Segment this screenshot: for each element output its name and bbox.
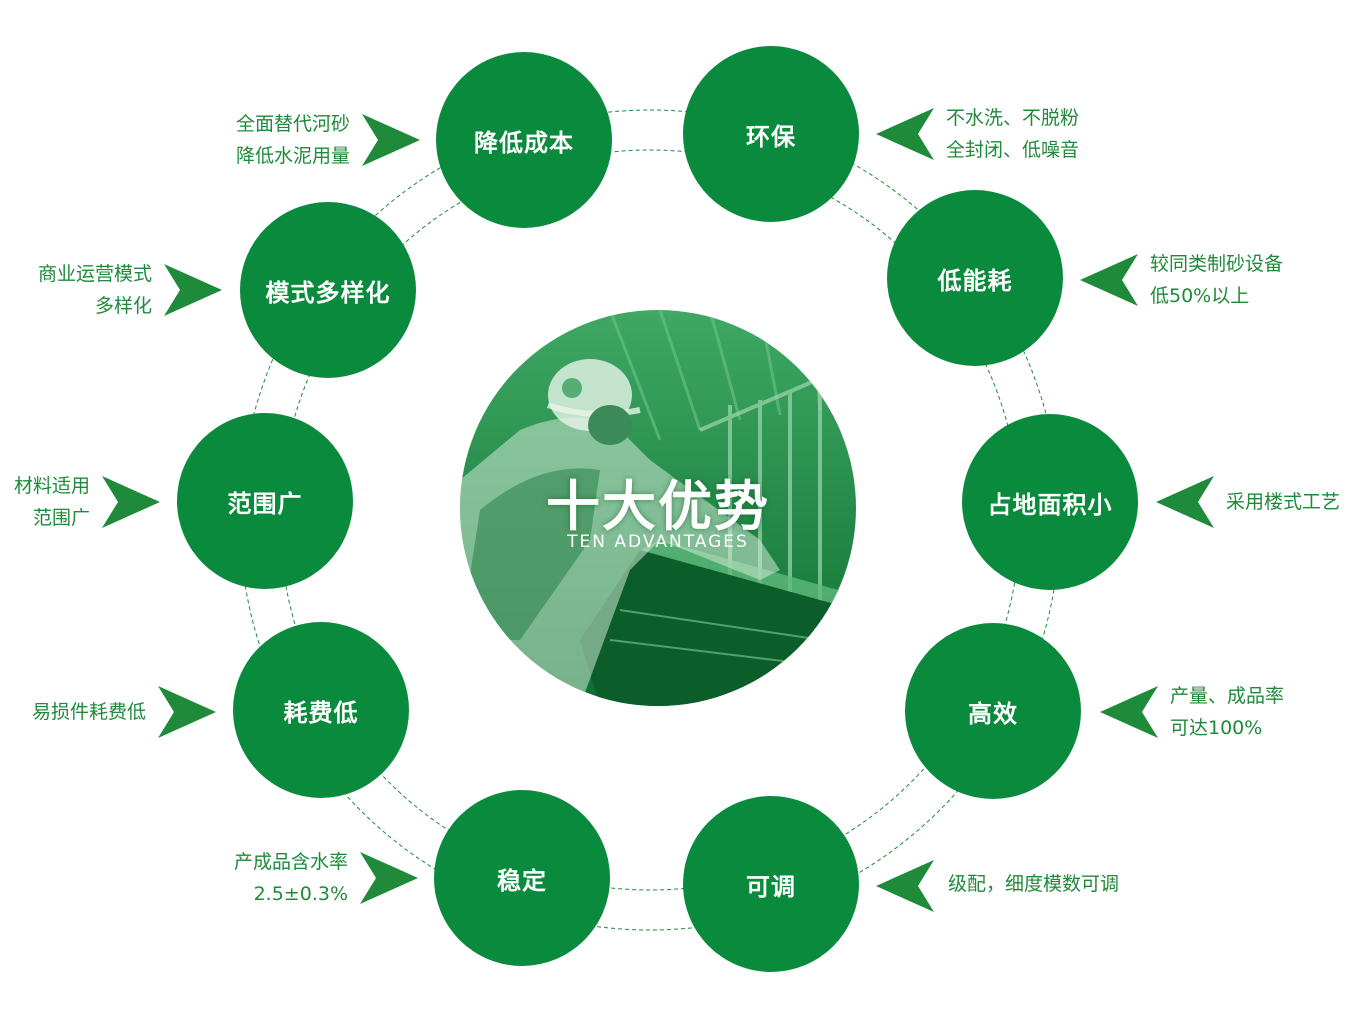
advantage-desc-small-footprint: 采用楼式工艺 (1226, 491, 1341, 513)
advantage-desc-wide-range: 材料适用范围广 (13, 475, 90, 529)
arrow-right-icon (158, 686, 216, 738)
advantage-node-small-footprint[interactable]: 占地面积小 (962, 414, 1138, 590)
arrow-left-icon (1100, 686, 1158, 738)
arrow-right-icon (102, 476, 160, 528)
arrow-left-icon (1156, 476, 1214, 528)
arrow-left-icon (1080, 254, 1138, 306)
arrow-right-icon (360, 852, 418, 904)
advantage-node-stable[interactable]: 稳定 (434, 790, 610, 966)
advantage-node-low-cost[interactable]: 耗费低 (233, 622, 409, 798)
advantage-node-reduce-cost[interactable]: 降低成本 (436, 52, 612, 228)
arrow-right-icon (164, 264, 222, 316)
advantage-node-eco[interactable]: 环保 (683, 46, 859, 222)
advantage-desc-efficient: 产量、成品率可达100% (1170, 685, 1285, 739)
advantage-node-wide-range[interactable]: 范围广 (177, 413, 353, 589)
advantage-desc-adjustable: 级配，细度模数可调 (948, 873, 1120, 895)
arrow-left-icon (876, 860, 934, 912)
advantage-desc-eco: 不水洗、不脱粉全封闭、低噪音 (946, 107, 1080, 161)
advantage-desc-low-energy: 较同类制砂设备低50%以上 (1150, 253, 1284, 307)
center-badge: 十大优势 TEN ADVANTAGES (460, 310, 856, 706)
arrow-right-icon (362, 114, 420, 166)
arrow-left-icon (876, 108, 934, 160)
advantage-node-efficient[interactable]: 高效 (905, 623, 1081, 799)
advantage-desc-low-cost: 易损件耗费低 (31, 701, 146, 723)
center-subtitle: TEN ADVANTAGES (567, 532, 749, 552)
advantage-node-adjustable[interactable]: 可调 (683, 796, 859, 972)
worker-photo-illustration (460, 310, 856, 706)
advantage-desc-diverse-models: 商业运营模式多样化 (37, 263, 152, 317)
advantage-desc-reduce-cost: 全面替代河砂降低水泥用量 (235, 113, 350, 167)
advantage-node-diverse-models[interactable]: 模式多样化 (240, 202, 416, 378)
advantage-node-low-energy[interactable]: 低能耗 (887, 190, 1063, 366)
center-title: 十大优势 (546, 475, 770, 538)
